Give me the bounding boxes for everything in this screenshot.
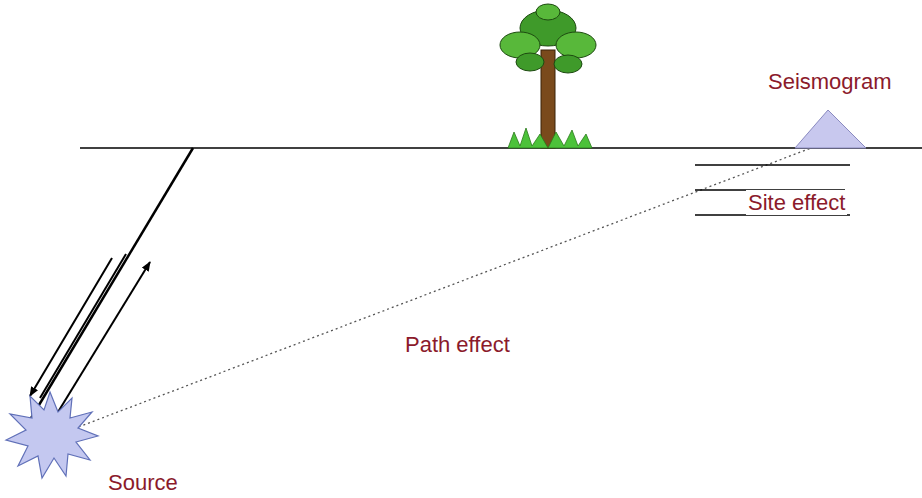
- slip-line: [40, 254, 126, 398]
- site-layers: [695, 165, 850, 215]
- slip-arrow: [30, 258, 112, 396]
- station-label: Seismogram: [766, 69, 893, 94]
- source-label: Source: [106, 470, 180, 495]
- source-burst: [6, 392, 98, 478]
- seismometer-station: [795, 110, 866, 148]
- path-effect-label: Path effect: [403, 332, 512, 357]
- slip-arrow: [58, 262, 150, 412]
- site-effect-label: Site effect: [746, 190, 847, 215]
- tree: [500, 4, 596, 148]
- path-ray: [60, 137, 840, 434]
- fault-line: [30, 148, 193, 420]
